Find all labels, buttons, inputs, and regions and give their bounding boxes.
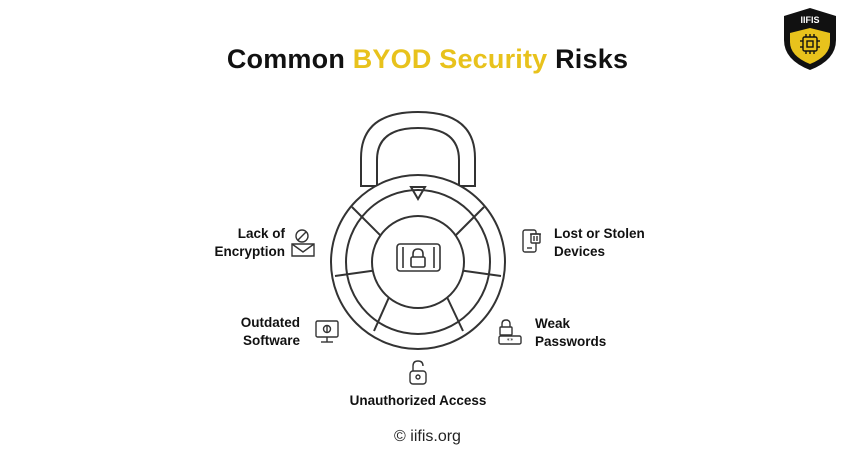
- dial-pointer: [409, 186, 427, 201]
- title-prefix: Common: [226, 44, 346, 74]
- logo-text: IIFIS: [800, 15, 819, 25]
- iifis-logo: IIFIS: [784, 8, 836, 70]
- footer-copyright: © iifis.org: [394, 428, 461, 445]
- risk-label-weak-passwords: Weak Passwords: [535, 316, 607, 349]
- monitor-bug-icon: [315, 320, 339, 343]
- svg-text:**: **: [506, 338, 514, 345]
- phone-trash-icon: [522, 229, 541, 253]
- envelope-blocked-icon: [291, 229, 315, 257]
- dial-segments: [334, 206, 502, 332]
- chip-shield-icon: [800, 34, 820, 54]
- lock-password-icon: **: [498, 319, 522, 345]
- page-title: Common BYOD Security Risks: [0, 44, 855, 75]
- risk-label-lack-of-encryption: Lack of Encryption: [214, 226, 285, 259]
- phone-lock-icon: [396, 243, 441, 272]
- open-padlock-icon: [409, 360, 427, 385]
- lock-dial-ring: [345, 189, 491, 335]
- risk-label-lost-or-stolen-devices: Lost or Stolen Devices: [554, 226, 645, 259]
- title-highlight: BYOD Security: [352, 44, 548, 74]
- risk-label-unauthorized-access: Unauthorized Access: [349, 393, 487, 408]
- lock-shackle: [360, 110, 476, 187]
- risk-label-outdated-software: Outdated Software: [240, 315, 300, 348]
- dial-center: [371, 215, 465, 309]
- title-suffix: Risks: [555, 44, 629, 74]
